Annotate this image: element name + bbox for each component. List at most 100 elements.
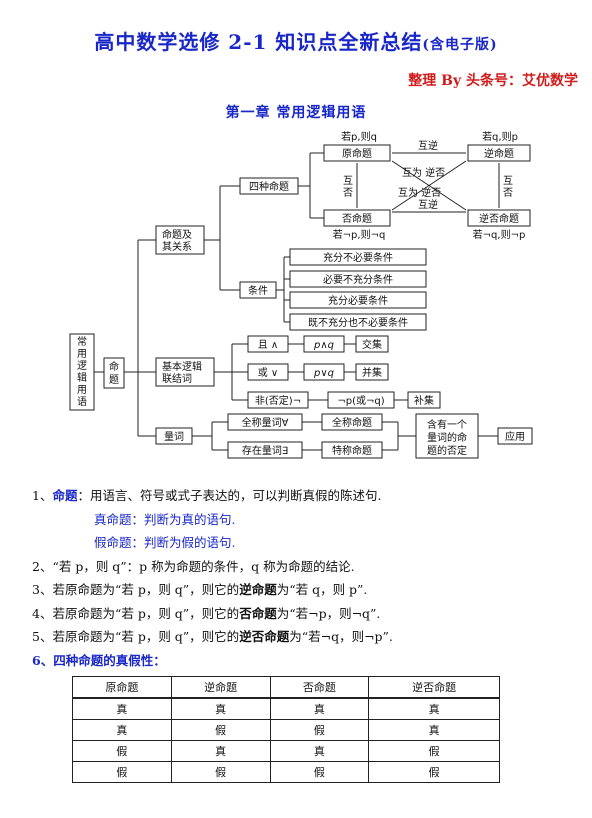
table-cell: 真: [170, 740, 271, 762]
relation-line: 命题及: [162, 228, 192, 241]
not-set-box: [407, 391, 441, 409]
table-cell: 真: [269, 740, 370, 762]
mingti-box: [103, 357, 125, 389]
root-char: 常: [77, 335, 87, 348]
table-header-row: 原命题 逆命题 否命题 逆否命题: [72, 676, 500, 699]
hu-fou-right-1: 互: [503, 175, 513, 187]
note-6: 6、四种命题的真假性：: [32, 652, 166, 668]
contra-label: 逆否命题: [479, 212, 519, 225]
table-cell: 假: [170, 761, 271, 783]
table-cell: 假: [72, 761, 172, 783]
hu-ni-top: 互逆: [418, 139, 438, 152]
note-5: 5、若原命题为“若 p，则 q”，则它的逆否命题为“若¬q，则¬p”.: [32, 625, 582, 649]
negation-line: 量词的命: [427, 431, 467, 444]
negation-box: [415, 413, 479, 459]
title-suffix: (含电子版): [422, 37, 498, 53]
quantifier-label: 量词: [164, 431, 184, 443]
root-char: 语: [77, 396, 87, 408]
cond-item-label: 充分不必要条件: [323, 251, 393, 264]
table-row: 假 假 假 假: [72, 761, 500, 783]
neg-label: 否命题: [342, 212, 372, 225]
contra-condition: 若¬q,则¬p: [473, 228, 526, 241]
cond-item: [289, 248, 427, 266]
note-3: 3、若原命题为“若 p，则 q”，则它的逆命题为“若 q，则 p”.: [32, 578, 582, 602]
note-4: 4、若原命题为“若 p，则 q”，则它的否命题为“若¬p，则¬q”.: [32, 602, 582, 626]
note-1b: 假命题：判断为假的语句.: [94, 535, 236, 550]
hu-fou-right-2: 否: [503, 187, 513, 199]
relation-line: 其关系: [162, 240, 192, 253]
hu-fou-left-1: 互: [343, 175, 353, 187]
author-line: 整理 By 头条号：艾优数学: [408, 73, 578, 89]
universal-prop: 全称命题: [332, 416, 372, 429]
note-4-a: 4、若原命题为“若 p，则 q”，则它的: [32, 605, 240, 621]
and-set: 交集: [362, 338, 382, 351]
table-cell: 真: [72, 719, 172, 741]
inv-box: [467, 144, 531, 162]
cond-item: [289, 313, 427, 331]
inv-condition: 若q,则p: [482, 130, 518, 143]
cond-item-label: 充分必要条件: [328, 294, 388, 307]
table-header-cell: 逆否命题: [368, 676, 500, 699]
contra-box: [467, 209, 531, 227]
hu-wei-ni-fou-2: 互为 逆否: [398, 186, 441, 199]
negation-line: 题的否定: [427, 444, 467, 457]
note-3-term: 逆命题: [239, 582, 277, 597]
existential-prop: 特称命题: [332, 444, 372, 457]
condition-label: 条件: [248, 284, 268, 297]
negation-line: 含有一个: [427, 418, 467, 431]
notes-section: 1、命题：用语言、符号或式子表达的，可以判断真假的陈述句. 真命题：判断为真的语…: [32, 484, 582, 672]
not-set: 补集: [414, 394, 434, 407]
not-label: 非(否定)¬: [255, 394, 301, 407]
orig-condition: 若p,则q: [341, 130, 377, 143]
table-cell: 真: [269, 697, 370, 720]
note-1-text: ：用语言、符号或式子表达的，可以判断真假的陈述句.: [77, 488, 382, 503]
table-cell: 真: [368, 719, 500, 741]
note-4-term: 否命题: [239, 605, 277, 621]
and-label: 且 ∧: [258, 339, 279, 351]
note-1-num: 1、: [32, 488, 53, 503]
table-row: 真 假 假 真: [72, 719, 500, 741]
logic-line: 基本逻辑: [162, 360, 202, 373]
cond-item: [289, 291, 427, 309]
orig-box: [323, 144, 391, 162]
neg-box: [323, 209, 391, 227]
table-cell: 假: [269, 761, 370, 783]
table-cell: 假: [368, 740, 500, 762]
hu-wei-ni-fou-1: 互为 逆否: [402, 166, 445, 179]
mingti-char: 题: [109, 374, 119, 386]
title-main: 高中数学选修 2-1 知识点全新总结: [94, 30, 423, 54]
table-row: 假 真 真 假: [72, 740, 500, 762]
table-cell: 假: [368, 761, 500, 783]
or-label: 或 ∨: [258, 367, 279, 379]
note-2: 2、“若 p，则 q”：p 称为命题的条件，q 称为命题的结论.: [32, 558, 355, 574]
neg-condition: 若¬p,则¬q: [333, 228, 386, 241]
logic-concept-diagram: 常 用 逻 辑 用 语 命 题 命题及 其关系 四种命题 若p,则q 原命题 若…: [69, 130, 533, 459]
or-set: 并集: [362, 366, 382, 379]
logic-line: 联结词: [162, 372, 192, 385]
page-title: 高中数学选修 2-1 知识点全新总结(含电子版): [0, 26, 592, 55]
root-char: 辑: [77, 371, 87, 384]
root-char: 逻: [77, 360, 87, 372]
note-5-a: 5、若原命题为“若 p，则 q”，则它的: [32, 629, 240, 644]
note-1: 1、命题：用语言、符号或式子表达的，可以判断真假的陈述句.: [32, 484, 582, 508]
application-label: 应用: [505, 430, 525, 443]
note-3-b: 为“若 q，则 p”.: [276, 582, 368, 597]
table-cell: 真: [368, 697, 500, 720]
hu-ni-bottom: 互逆: [418, 198, 438, 211]
table-cell: 真: [170, 697, 271, 720]
arrow-diag-2: [391, 160, 467, 211]
and-set-box: [355, 335, 389, 353]
table-header-cell: 逆命题: [170, 676, 271, 699]
note-3-a: 3、若原命题为“若 p，则 q”，则它的: [32, 582, 240, 597]
not-expr: ¬p(或¬q): [337, 395, 384, 407]
orig-label: 原命题: [342, 147, 372, 160]
existential-label: 存在量词∃: [242, 444, 288, 457]
root-char: 用: [77, 349, 87, 360]
universal-label: 全称量词∀: [242, 416, 289, 429]
or-set-box: [355, 363, 389, 381]
table-cell: 真: [72, 697, 172, 720]
or-expr: p∨q: [313, 368, 334, 379]
note-1a: 真命题：判断为真的语句.: [94, 511, 236, 527]
table-cell: 假: [269, 719, 370, 741]
table-header-cell: 原命题: [72, 676, 172, 699]
